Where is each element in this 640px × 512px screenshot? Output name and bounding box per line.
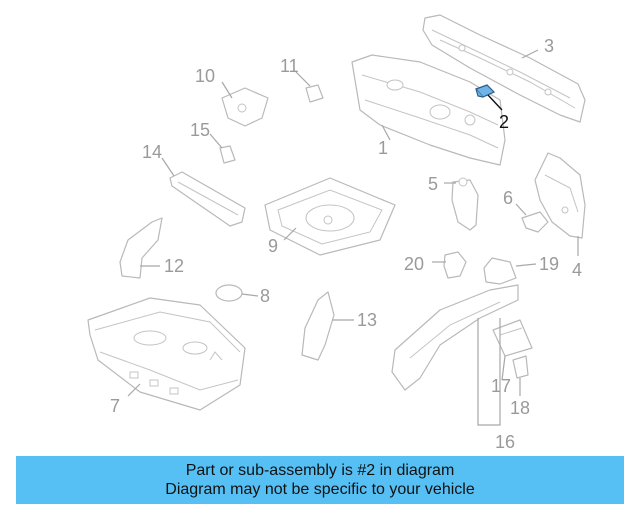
callout-16: 16 xyxy=(495,432,515,452)
callout-11: 11 xyxy=(280,56,299,76)
part-20-bracket xyxy=(443,251,467,279)
callout-2: 2 xyxy=(499,112,509,132)
part-1-rear-panel xyxy=(351,54,506,166)
callout-7: 7 xyxy=(110,396,120,416)
callout-4: 4 xyxy=(572,260,582,280)
part-16-extension xyxy=(391,284,519,391)
part-14-rail xyxy=(169,171,246,227)
part-5-mount xyxy=(451,177,479,231)
callout-12: 12 xyxy=(164,256,184,276)
callout-labels: 1 2 3 4 5 6 7 8 9 10 11 12 13 14 15 16 1… xyxy=(110,36,582,452)
part-10-bracket xyxy=(221,87,269,127)
callout-20: 20 xyxy=(404,254,424,274)
callout-6: 6 xyxy=(503,188,513,208)
part-18-bracket xyxy=(512,355,529,379)
part-6-bracket xyxy=(521,211,549,233)
leader-lines xyxy=(127,49,579,426)
part-8-grommet xyxy=(215,284,243,302)
parts-diagram: 1 2 3 4 5 6 7 8 9 10 11 12 13 14 15 16 1… xyxy=(87,14,586,452)
part-11-clip xyxy=(305,84,324,103)
info-line-part: Part or sub-assembly is #2 in diagram xyxy=(185,462,455,479)
part-7-floor-pan xyxy=(87,297,246,411)
info-line-disclaimer: Diagram may not be specific to your vehi… xyxy=(165,481,475,498)
part-17-channel xyxy=(492,319,533,357)
callout-8: 8 xyxy=(260,286,270,306)
callout-10: 10 xyxy=(195,66,215,86)
callout-17: 17 xyxy=(491,376,511,396)
callout-3: 3 xyxy=(544,36,554,56)
part-15-clip xyxy=(219,145,236,164)
diagram-info-bar: Part or sub-assembly is #2 in diagram Di… xyxy=(16,456,624,504)
callout-1: 1 xyxy=(378,138,388,158)
part-4-side-bracket xyxy=(534,152,586,239)
callout-9: 9 xyxy=(268,236,278,256)
part-3-rear-rail xyxy=(422,14,586,123)
callout-18: 18 xyxy=(510,398,530,418)
part-9-tire-well xyxy=(264,177,396,256)
callout-13: 13 xyxy=(357,310,377,330)
callout-15: 15 xyxy=(190,120,210,140)
part-2-clip xyxy=(474,84,496,98)
callout-19: 19 xyxy=(539,254,559,274)
part-13-bracket xyxy=(301,291,335,361)
part-12-bracket xyxy=(119,217,163,279)
part-19-bracket xyxy=(483,257,517,285)
callout-14: 14 xyxy=(142,142,162,162)
callout-5: 5 xyxy=(428,174,438,194)
